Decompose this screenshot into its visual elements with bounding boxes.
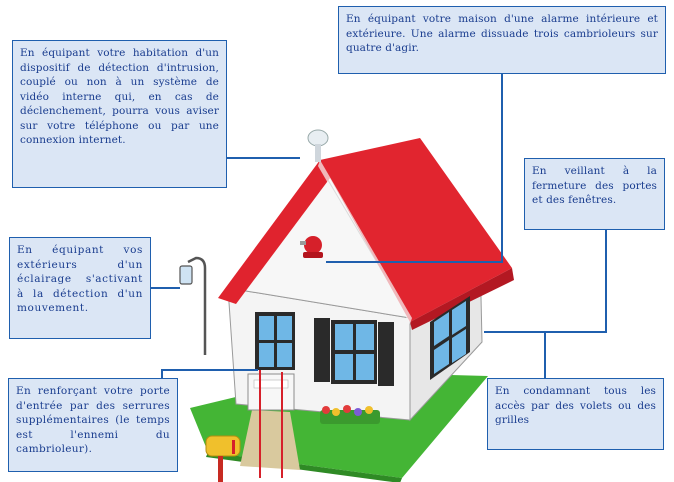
- callout-motion-lighting: En équipant vos extérieurs d'un éclairag…: [9, 237, 151, 339]
- window-side: [430, 296, 470, 380]
- callout-alarm: En équipant votre maison d'une alarme in…: [338, 6, 666, 74]
- roof-front: [218, 160, 336, 304]
- window-left: [255, 312, 295, 370]
- lamp-icon: [179, 256, 207, 355]
- flower-bed: [320, 405, 380, 424]
- connector-closing: [484, 230, 607, 333]
- mailbox-icon: [205, 435, 241, 482]
- connector-lines: [151, 74, 607, 478]
- alarm-siren-icon: [300, 236, 323, 258]
- connector-door-frame: [161, 369, 258, 378]
- camera-icon: [307, 129, 329, 162]
- roof-main: [320, 138, 512, 322]
- connector-alarm: [326, 74, 503, 263]
- front-door: [247, 373, 295, 411]
- window-shutters: [314, 318, 394, 386]
- callout-shutters-grilles: En condamnant tous les accès par des vol…: [487, 378, 664, 450]
- callout-intrusion-detection: En équipant votre habitation d'un dispos…: [12, 40, 227, 188]
- garden-path: [240, 410, 300, 470]
- callout-door-locks: En renforçant votre porte d'entrée par d…: [8, 378, 178, 472]
- callout-closing-doors-windows: En veillant à la fermeture des portes et…: [524, 158, 665, 230]
